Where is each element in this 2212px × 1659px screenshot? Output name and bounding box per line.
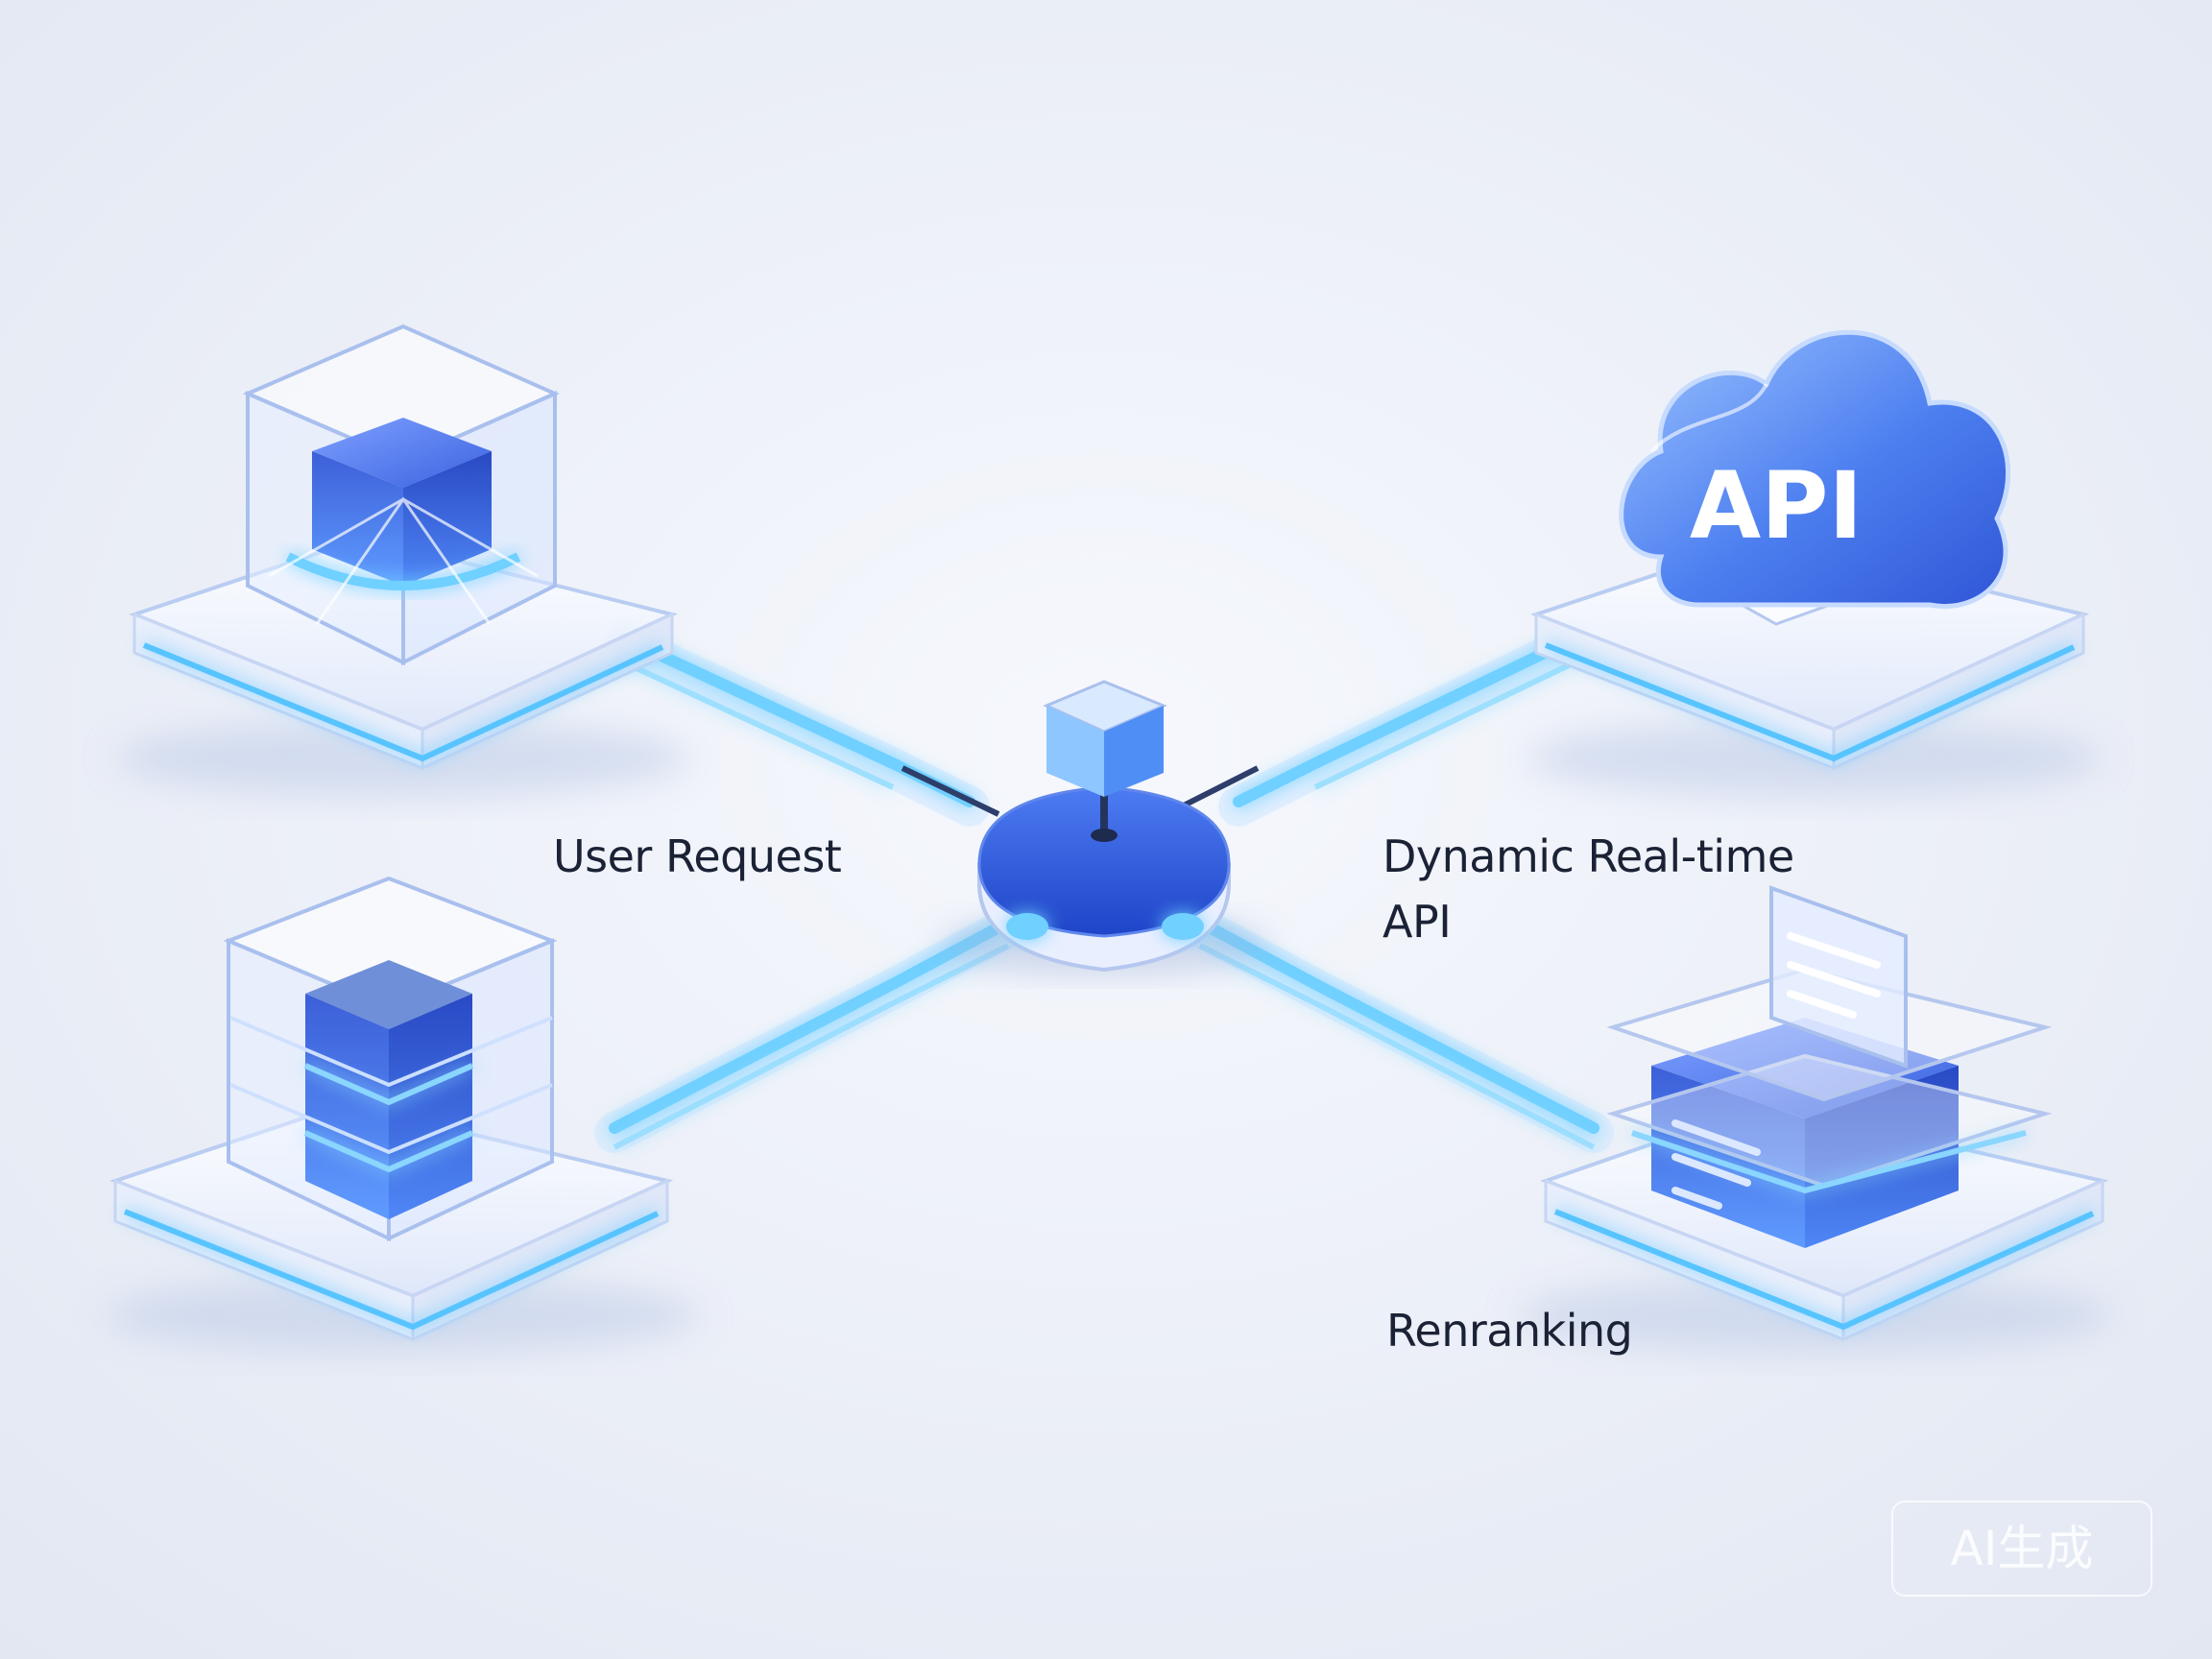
cloud-badge-text: API xyxy=(1690,452,1863,560)
label-reranking: Renranking xyxy=(1386,1298,1632,1363)
label-user-request: User Request xyxy=(553,824,841,889)
label-dynamic-real-time-api: Dynamic Real-time API xyxy=(1382,824,1794,954)
ai-generated-watermark: AI生成 xyxy=(1891,1501,2152,1597)
